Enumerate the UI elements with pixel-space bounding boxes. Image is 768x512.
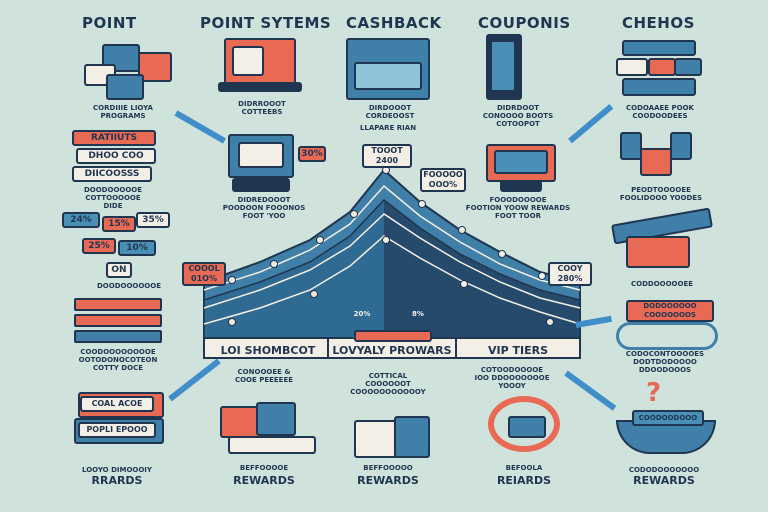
ridge-dot [228, 276, 236, 284]
tag-pct-1: 30% [298, 146, 326, 162]
ridge-dot [546, 318, 554, 326]
bottom-4-sub: BEFOOLA [505, 464, 543, 472]
ticket-cards-illustration [218, 402, 316, 460]
header-coupons: COUPONIS [478, 14, 571, 32]
caption-cashback-1: DIRDOOOT CORDEOOST [365, 104, 415, 120]
gift-box-illustration [604, 196, 720, 276]
bar-2 [74, 314, 162, 327]
ridge-dot [538, 272, 546, 280]
caption-chehos-2: PEODTOOOOEE FOOLIDOOO YOODES [619, 186, 703, 202]
bottom-3-title: REWARDS [357, 474, 419, 487]
arrow-icon [168, 358, 221, 402]
arrow-icon [568, 103, 614, 144]
caption-left-1: CORDIIIE LIOYA PROGRAMS [93, 104, 153, 120]
caption-point-systems-1: DIDRROOOT COTTEEBS [238, 100, 286, 116]
wallet-illustration [346, 38, 430, 100]
phone-illustration [486, 34, 522, 100]
tag-popl: POPLI EPOOO [78, 422, 156, 438]
ridge-dot [310, 290, 318, 298]
tag-pct-3: 15% [102, 216, 136, 232]
stacked-boxes-illustration [72, 384, 168, 448]
ridge-dot [350, 210, 358, 218]
bottom-3-sub: BEFFOOOOO [363, 464, 413, 472]
laptop-illustration [218, 38, 302, 94]
tier-label-left: LOI SHOMBCOT [220, 344, 316, 357]
tag-discount: DIICOOSSS [72, 166, 152, 182]
bottom-4-title: REIARDS [496, 474, 552, 487]
tag-top-peak-2: FOOOOO OOO% [420, 168, 466, 192]
caption-cashback-2: LLAPARE RIAN [359, 124, 417, 132]
bottom-1-sub: LOOYO DIMOOOIY [82, 466, 152, 474]
ridge-dot [382, 236, 390, 244]
ridge-dot [460, 280, 468, 288]
caption-chehos-4: CODOCONTOOOOES DODTDODOOOO DDOODOOOS [625, 350, 705, 374]
tag-rates: RATIIUTS [72, 130, 156, 146]
bottom-2-sub: BEFFOOOOE [239, 464, 289, 472]
house-illustration [350, 402, 430, 460]
tag-coal: COAL ACOE [80, 396, 154, 412]
point-cubes-illustration [66, 40, 176, 100]
header-chehos: CHEHOS [622, 14, 695, 32]
ridge-dot [228, 318, 236, 326]
tag-rewards-box: COODOODOOO [632, 410, 704, 426]
cashback-screen-label: CASHBABOOT [234, 176, 289, 184]
loyalty-mountain-chart [200, 140, 584, 360]
caption-left-3: DOODOOOOOOE [96, 282, 161, 290]
header-point: POINT [82, 14, 137, 32]
tag-on: ON [106, 262, 132, 278]
recycle-circle-illustration [484, 396, 568, 460]
ring-illustration [616, 322, 718, 350]
caption-mid-left: CONOOOEE & COOE PEEEEEE [234, 368, 294, 384]
caption-point-systems-2: DIDREDOOOT POODOON FOOONOS FOOT 'YOO [222, 196, 306, 220]
pct-mid-2: 8% [412, 310, 424, 318]
tag-right-peak: COOY 280% [548, 262, 592, 286]
arrow-icon [564, 370, 617, 411]
tier-label-right: VIP TIERS [487, 344, 548, 357]
caption-chehos-3: CODDOOOOOEE [630, 280, 694, 288]
bottom-5-sub: CODODOOOOOOO [628, 466, 700, 474]
caption-left-2: DOODOOOOOE COTTOOOOOE DIDE [83, 186, 143, 210]
mountain-svg [203, 168, 581, 359]
coupon-monitor-illustration [486, 144, 558, 194]
caption-chehos-1: CODOAAEE POOK COODOODEES [626, 104, 694, 120]
pct-mid-1: 20% [353, 310, 371, 318]
header-cashback: CASHBACK [346, 14, 442, 32]
tag-pct-4: 35% [136, 212, 170, 228]
caption-coupons-2: FOOODOOOOE FOOTION YOOW REWARDS FOOT TOO… [465, 196, 571, 220]
ridge-dot [418, 200, 426, 208]
question-icon: ? [646, 378, 662, 408]
bottom-5-title: REWARDS [633, 474, 695, 487]
tier-label-center: LOVYALY PROWARS [332, 344, 452, 357]
caption-coupons-1: DIDRDOOT CONOOOO BOOTS COTOOPOT [482, 104, 554, 128]
tag-left-peak: COOOL 01O% [182, 262, 226, 286]
monitor-illustration [228, 134, 298, 192]
tag-top-peak: TOOOT 2400 [362, 144, 412, 168]
bottom-2-title: REWARDS [233, 474, 295, 487]
caption-mid-center: COTTICAL COOOOOOT COOOOOOOOOOOY [350, 372, 426, 396]
caption-mid-right: COTOODOOOOE IOO DDOOOOOOOE YOOOY [474, 366, 550, 390]
bottom-1-title: RRARDS [91, 474, 143, 487]
ridge-dot [458, 226, 466, 234]
tag-hidden: DODOOOOOO COOOOOOOS [626, 300, 714, 322]
bar-3 [74, 330, 162, 343]
tag-chart-strip [354, 330, 432, 342]
tag-pct-6: 10% [118, 240, 156, 256]
bar-1 [74, 298, 162, 311]
ridge-dot [316, 236, 324, 244]
chehos-upgrade-illustration [616, 126, 696, 186]
caption-left-4: COODOOOOOOOOE OOTODONOCOTEON COTTY DOCE [78, 348, 158, 372]
ticket-stack-illustration [612, 36, 702, 98]
tag-pct-2: 24% [62, 212, 100, 228]
tag-pct-5: 25% [82, 238, 116, 254]
tag-dual: DHOO COO [76, 148, 156, 164]
ridge-dot [270, 260, 278, 268]
header-point-systems: POINT SYTEMS [200, 14, 332, 32]
ridge-dot [498, 250, 506, 258]
